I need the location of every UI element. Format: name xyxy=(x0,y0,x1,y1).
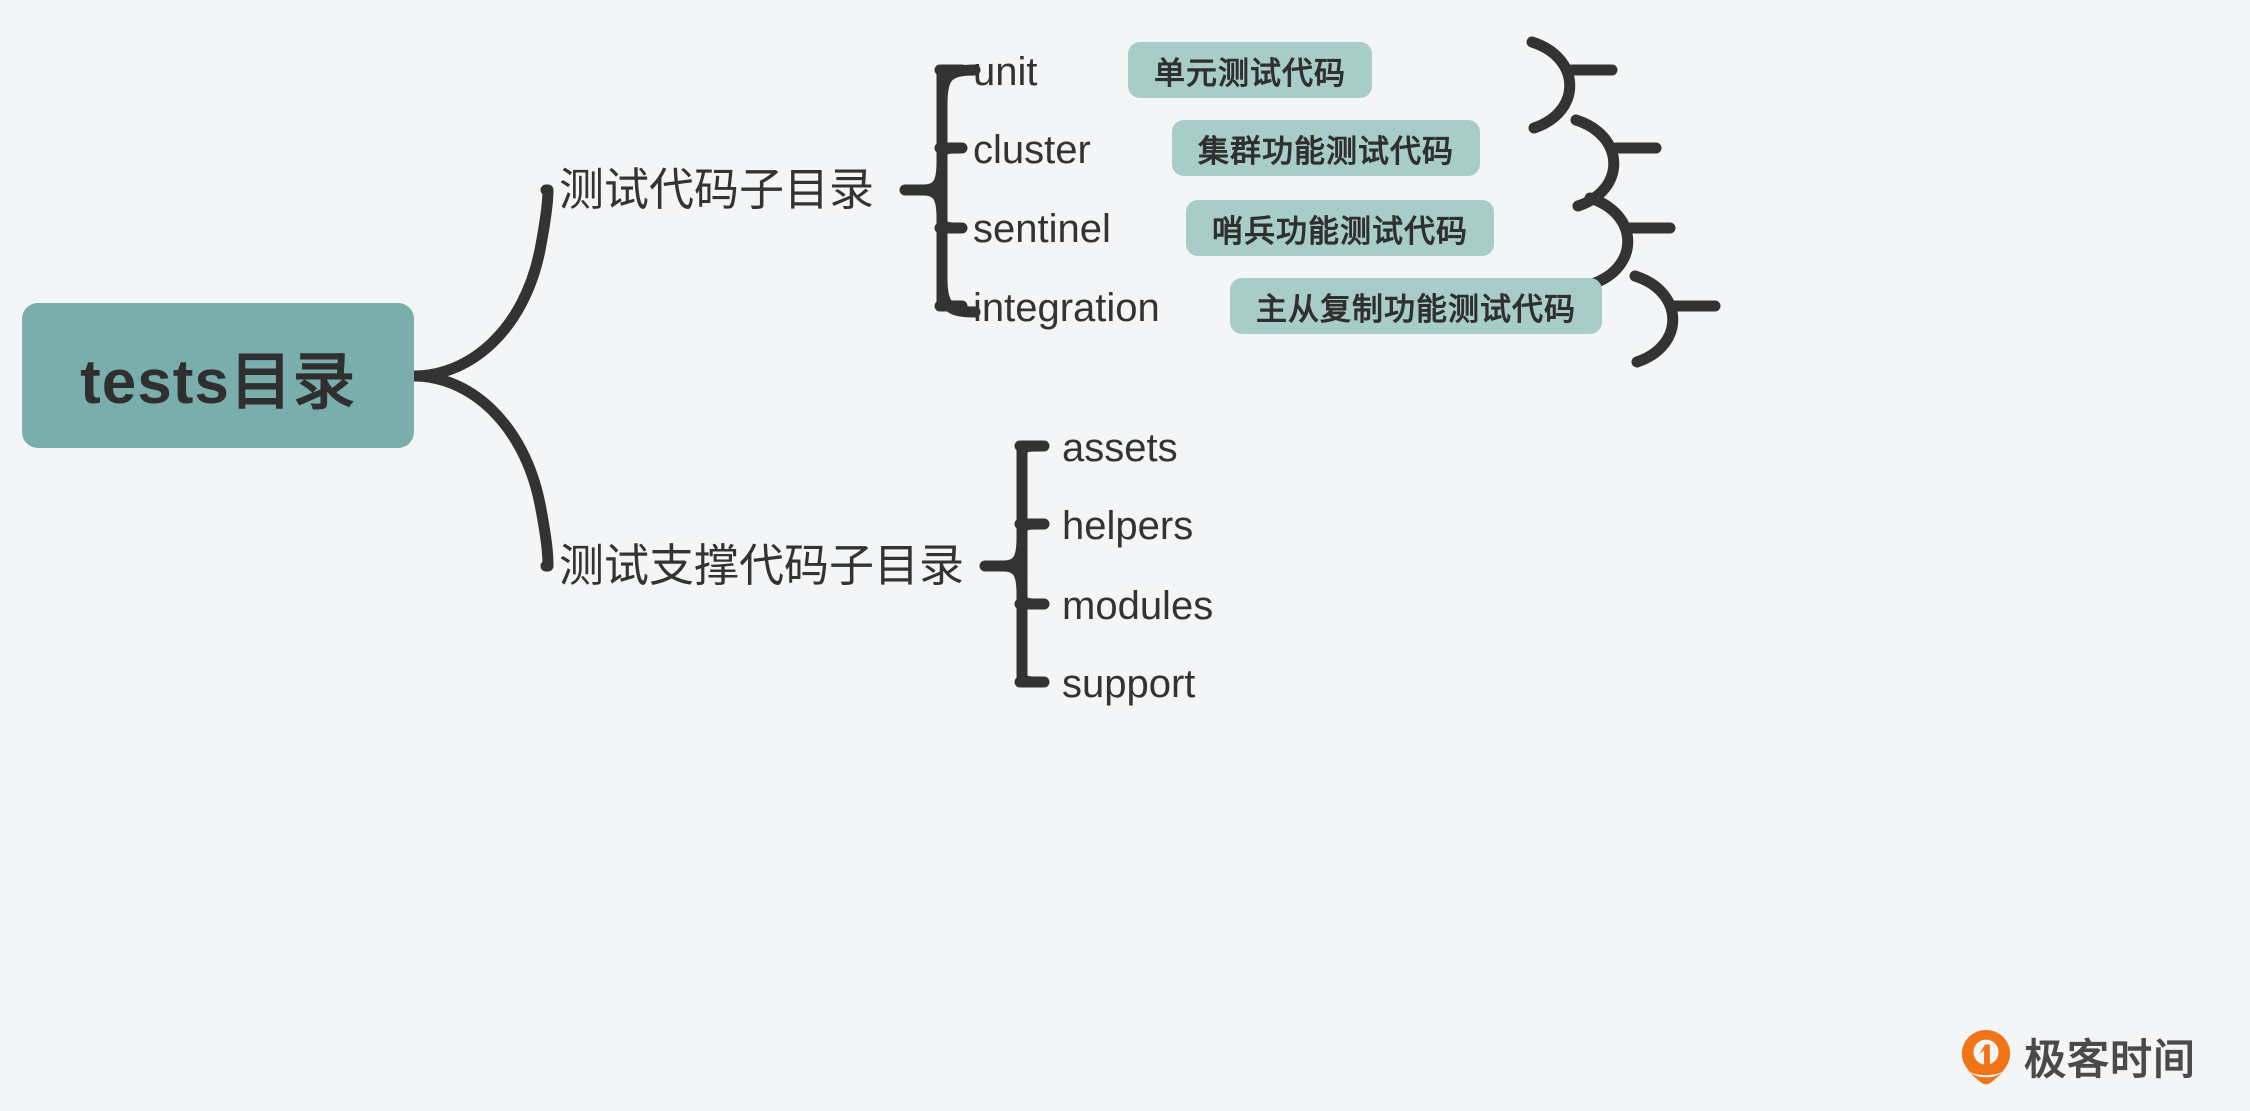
note-chip-unit-label: 单元测试代码 xyxy=(1154,55,1346,91)
watermark: 极客时间 xyxy=(1960,1026,2196,1087)
location-pin-icon xyxy=(1961,1029,2011,1084)
branch-1-brace-notch xyxy=(998,532,1028,600)
leaf-3-arc xyxy=(1629,270,1679,368)
branch-1-corner-2 xyxy=(1016,590,1044,610)
branch-1-corner-1 xyxy=(1016,518,1044,538)
note-chip-integration-label: 主从复制功能测试代码 xyxy=(1256,291,1576,327)
branch-label-test-code[interactable]: 测试代码子目录 xyxy=(559,164,875,215)
leaf-label-assets[interactable]: assets xyxy=(1062,426,1178,470)
note-chip-integration[interactable]: 主从复制功能测试代码 xyxy=(1230,278,1602,334)
leaf-label-modules[interactable]: modules xyxy=(1062,584,1214,628)
note-chip-sentinel[interactable]: 哨兵功能测试代码 xyxy=(1186,200,1494,256)
leaf-0-arc xyxy=(1526,36,1576,134)
leaf-1-arc xyxy=(1570,114,1620,212)
note-chip-cluster-label: 集群功能测试代码 xyxy=(1198,133,1454,169)
note-chip-cluster[interactable]: 集群功能测试代码 xyxy=(1172,120,1480,176)
branch-0-corner-0 xyxy=(936,64,964,102)
branch-0-corner-2 xyxy=(936,214,964,234)
branch-1-corner-3 xyxy=(1016,650,1044,688)
branch-0-corner-1 xyxy=(936,142,964,162)
root-to-branch-1-curve xyxy=(408,370,554,572)
leaf-label-support[interactable]: support xyxy=(1062,662,1196,706)
leaf-2-arc xyxy=(1584,192,1634,290)
branch-0-corner-3 xyxy=(936,274,964,312)
leaf-label-helpers[interactable]: helpers xyxy=(1062,504,1194,548)
root-node-label: tests目录 xyxy=(80,347,356,417)
root-node[interactable]: tests目录 xyxy=(22,303,414,448)
root-to-branch-0-curve xyxy=(408,184,554,382)
leaf-label-cluster[interactable]: cluster xyxy=(973,128,1091,172)
watermark-text: 极客时间 xyxy=(2024,1036,2197,1083)
leaf-label-sentinel[interactable]: sentinel xyxy=(973,207,1111,251)
note-chip-unit[interactable]: 单元测试代码 xyxy=(1128,42,1372,98)
branch-label-test-support-code[interactable]: 测试支撑代码子目录 xyxy=(559,540,965,591)
note-chip-sentinel-label: 哨兵功能测试代码 xyxy=(1212,213,1468,249)
leaf-label-integration[interactable]: integration xyxy=(973,286,1160,330)
branch-1-corner-0 xyxy=(1016,440,1044,478)
branch-0-brace xyxy=(918,64,981,318)
leaf-label-unit[interactable]: unit xyxy=(973,50,1038,94)
